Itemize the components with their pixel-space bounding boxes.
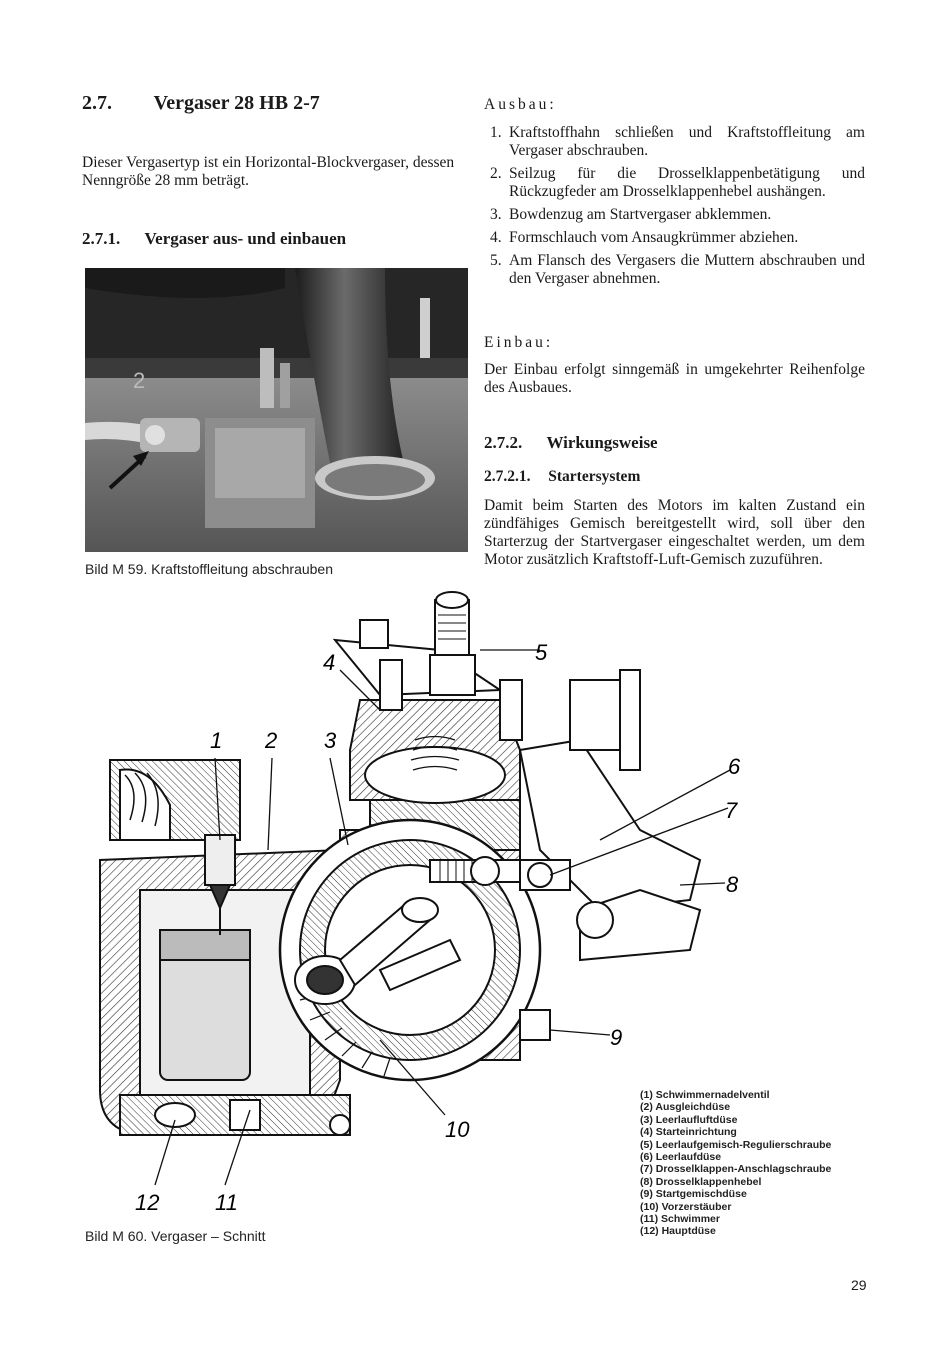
subsection-heading-2: 2.7.2. Wirkungsweise [484, 433, 658, 453]
subsection-title: Startersystem [548, 468, 641, 485]
photo-engine-illustration: 2 [85, 268, 468, 552]
callout-4: 4 [323, 650, 335, 675]
callout-9: 9 [610, 1025, 622, 1050]
legend-item: (2) Ausgleichdüse [640, 1101, 731, 1114]
subsection-number: 2.7.2.1. [484, 468, 531, 485]
einbau-heading: Einbau: [484, 334, 554, 351]
callout-2: 2 [264, 728, 277, 753]
carburetor-section-drawing: 1 2 3 4 5 6 7 8 9 10 11 12 [99, 591, 741, 1215]
legend-item: (3) Leerlaufluftdüse [640, 1113, 738, 1126]
subsection-title: Vergaser aus- und einbauen [144, 229, 347, 248]
callout-12: 12 [135, 1190, 159, 1215]
subsection-heading-3: 2.7.2.1. Startersystem [484, 468, 640, 486]
figure-caption: Bild M 60. Vergaser – Schnitt [85, 1228, 266, 1244]
ausbau-step: 3.Bowdenzug am Startvergaser abklemmen. [490, 206, 772, 223]
legend-item: (6) Leerlaufdüse [640, 1151, 722, 1164]
callout-10: 10 [445, 1117, 470, 1142]
starter-paragraph: Damit beim Starten des Motors im kalten … [484, 497, 865, 568]
legend-item: (10) Vorzerstäuber [640, 1200, 732, 1213]
ausbau-heading: Ausbau: [484, 96, 557, 113]
subsection-heading: 2.7.1. Vergaser aus- und einbauen [82, 229, 346, 249]
legend-item: (8) Drosselklappenhebel [640, 1175, 762, 1188]
subsection-title: Wirkungsweise [546, 433, 658, 452]
callout-8: 8 [726, 872, 739, 897]
subsection-number: 2.7.1. [82, 229, 121, 248]
intro-paragraph: Dieser Vergasertyp ist ein Horizontal-Bl… [82, 154, 455, 189]
photo-fuel-line: 2 [85, 268, 468, 552]
subsection-number: 2.7.2. [484, 433, 523, 452]
section-number: 2.7. [82, 92, 112, 114]
legend-item: (11) Schwimmer [640, 1213, 720, 1226]
section-title: Vergaser 28 HB 2-7 [153, 92, 320, 114]
legend-item: (4) Starteinrichtung [640, 1126, 737, 1139]
callout-11: 11 [215, 1190, 238, 1215]
figure-legend: (1) Schwimmernadelventil (2) Ausgleichdü… [640, 1089, 831, 1238]
photo-caption: Bild M 59. Kraftstoffleitung abschrauben [85, 561, 334, 577]
ausbau-step: 2.Seilzug für die Drosselklappenbetätigu… [490, 165, 865, 200]
callout-5: 5 [535, 640, 548, 665]
ausbau-steps: 1.Kraftstoffhahn schließen und Kraftstof… [480, 124, 865, 293]
photo-label: 2 [133, 368, 145, 393]
callout-6: 6 [728, 754, 741, 779]
page-number: 29 [851, 1277, 867, 1293]
legend-item: (5) Leerlaufgemisch-Regulierschraube [640, 1138, 832, 1151]
callout-1: 1 [210, 728, 222, 753]
callout-7: 7 [725, 798, 738, 823]
ausbau-step: 4.Formschlauch vom Ansaugkrümmer abziehe… [490, 229, 799, 246]
legend-item: (7) Drosselklappen-Anschlagschraube [640, 1163, 832, 1176]
callout-3: 3 [324, 728, 337, 753]
einbau-paragraph: Der Einbau erfolgt sinngemäß in umgekehr… [484, 361, 865, 396]
ausbau-step: 5.Am Flansch des Vergasers die Muttern a… [490, 252, 865, 287]
legend-item: (12) Hauptdüse [640, 1225, 716, 1238]
section-heading: 2.7. Vergaser 28 HB 2-7 [82, 92, 320, 115]
legend-item: (1) Schwimmernadelventil [640, 1089, 770, 1101]
ausbau-step: 1.Kraftstoffhahn schließen und Kraftstof… [490, 124, 865, 159]
legend-item: (9) Startgemischdüse [640, 1188, 747, 1201]
